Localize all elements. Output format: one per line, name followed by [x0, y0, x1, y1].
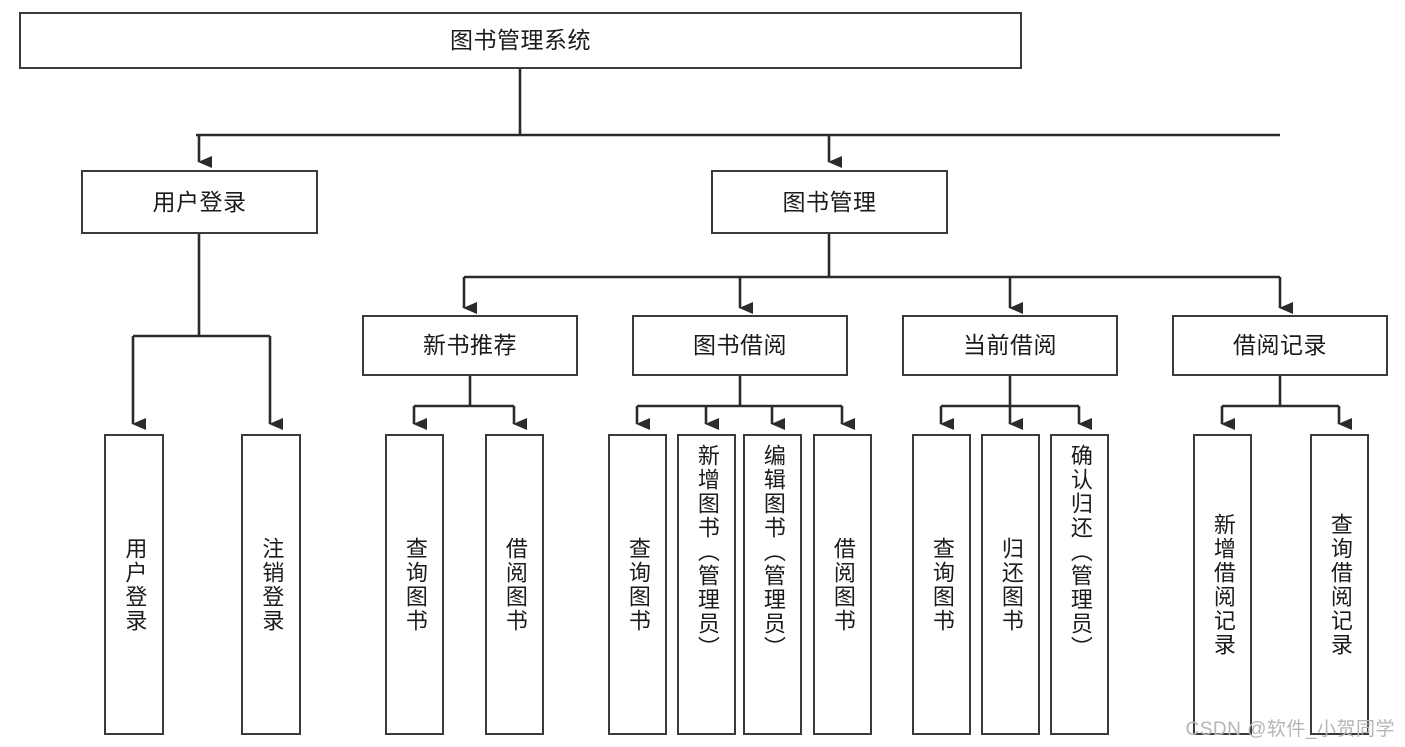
- node-label: 当前借阅: [963, 332, 1057, 359]
- node-label: 归还图书: [998, 536, 1024, 633]
- node-book-borrow[interactable]: 图书借阅: [632, 315, 848, 376]
- node-label: 查询图书: [625, 536, 651, 633]
- leaf-borrow-query-book[interactable]: 查询图书: [608, 434, 667, 735]
- node-label: 注销登录: [259, 536, 285, 633]
- leaf-recommend-borrow-book[interactable]: 借阅图书: [485, 434, 544, 735]
- node-label: 图书管理: [782, 188, 877, 215]
- node-label: 用户登录: [152, 188, 247, 215]
- node-label: 查询借阅记录: [1327, 512, 1353, 657]
- node-new-book-recommend[interactable]: 新书推荐: [362, 315, 578, 376]
- leaf-current-query-book[interactable]: 查询图书: [912, 434, 971, 735]
- node-borrow-record[interactable]: 借阅记录: [1172, 315, 1388, 376]
- node-current-borrow[interactable]: 当前借阅: [902, 315, 1118, 376]
- node-label: 图书借阅: [693, 332, 787, 359]
- leaf-user-login[interactable]: 用户登录: [104, 434, 164, 735]
- leaf-record-add-borrow-record[interactable]: 新增借阅记录: [1193, 434, 1252, 735]
- node-label: 借阅记录: [1233, 332, 1327, 359]
- leaf-borrow-add-book-admin[interactable]: 新增图书（管理员）: [677, 434, 736, 735]
- node-label: 新增图书（管理员）: [694, 444, 720, 660]
- node-label: 图书管理系统: [450, 27, 591, 54]
- leaf-borrow-edit-book-admin[interactable]: 编辑图书（管理员）: [743, 434, 802, 735]
- node-label: 编辑图书（管理员）: [760, 444, 786, 660]
- leaf-recommend-query-book[interactable]: 查询图书: [385, 434, 444, 735]
- leaf-current-confirm-return-admin[interactable]: 确认归还（管理员）: [1050, 434, 1109, 735]
- node-label: 借阅图书: [502, 536, 528, 633]
- watermark-text: CSDN @软件_小贺同学: [1185, 719, 1395, 740]
- node-label: 新书推荐: [423, 332, 517, 359]
- node-root-system[interactable]: 图书管理系统: [19, 12, 1022, 69]
- leaf-record-query-borrow-record[interactable]: 查询借阅记录: [1310, 434, 1369, 735]
- leaf-borrow-borrow-book[interactable]: 借阅图书: [813, 434, 872, 735]
- node-label: 确认归还（管理员）: [1067, 444, 1093, 660]
- node-book-management[interactable]: 图书管理: [711, 170, 948, 234]
- node-user-login[interactable]: 用户登录: [81, 170, 318, 234]
- node-label: 借阅图书: [830, 536, 856, 633]
- node-label: 查询图书: [929, 536, 955, 633]
- leaf-logout-login[interactable]: 注销登录: [241, 434, 301, 735]
- node-label: 查询图书: [402, 536, 428, 633]
- leaf-current-return-book[interactable]: 归还图书: [981, 434, 1040, 735]
- node-label: 用户登录: [122, 536, 148, 633]
- node-label: 新增借阅记录: [1210, 512, 1236, 657]
